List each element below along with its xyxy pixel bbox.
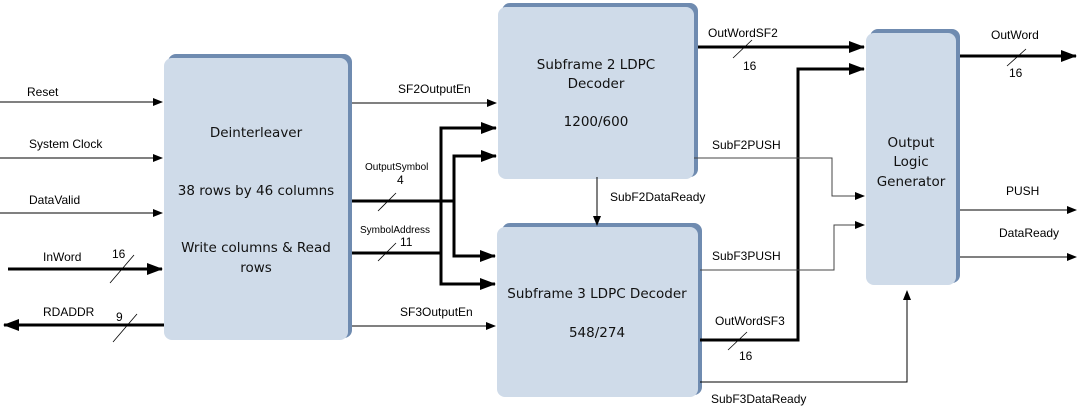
system-clock-label: System Clock	[29, 137, 103, 151]
sf2-output-en-label: SF2OutputEn	[398, 82, 471, 96]
subf3-push-label: SubF3PUSH	[712, 249, 781, 263]
outword-sf3-width: 16	[739, 349, 753, 363]
subf3-push-signal: SubF3PUSH	[700, 221, 865, 271]
push-label: PUSH	[1006, 184, 1039, 198]
subf2-push-signal: SubF2PUSH	[694, 138, 865, 200]
rdaddr-label: RDADDR	[43, 305, 95, 319]
deinterleaver-title: Deinterleaver	[210, 125, 303, 141]
output-symbol-to-sf2	[352, 150, 497, 203]
outword-width: 16	[1009, 66, 1023, 80]
outword-label: OutWord	[991, 28, 1039, 42]
data-valid-signal: DataValid	[0, 193, 163, 217]
subf3-data-ready-label: SubF3DataReady	[711, 392, 806, 406]
subframe2-decoder-title-line2: Decoder	[568, 76, 625, 92]
subf2-data-ready-label: SubF2DataReady	[610, 190, 705, 204]
output-logic-generator-block: Output Logic Generator	[866, 29, 960, 285]
symbol-address-width-slash	[377, 242, 397, 262]
system-clock-signal: System Clock	[0, 137, 163, 162]
data-ready-label: DataReady	[999, 226, 1059, 240]
symbol-address-bus: SymbolAddress 11	[352, 122, 497, 290]
outword-sf3-label: OutWordSF3	[715, 314, 785, 328]
rdaddr-bus: RDADDR 9	[3, 305, 164, 343]
push-signal: PUSH	[960, 184, 1077, 214]
subf3-data-ready-arrow	[700, 290, 911, 383]
subf3-push-arrow	[700, 221, 865, 271]
deinterleaver-mode-line2: rows	[240, 260, 272, 276]
outword-sf2-label: OutWordSF2	[708, 26, 778, 40]
data-valid-label: DataValid	[29, 193, 80, 207]
rdaddr-width-slash	[112, 313, 138, 343]
subframe3-decoder-block: Subframe 3 LDPC Decoder 548/274	[497, 223, 702, 397]
symbol-address-to-sf2	[352, 122, 497, 255]
deinterleaver-size: 38 rows by 46 columns	[178, 183, 334, 199]
deinterleaver-block: Deinterleaver 38 rows by 46 columns Writ…	[164, 54, 352, 340]
inword-bus: InWord 16	[8, 247, 163, 284]
symbol-address-label: SymbolAddress	[360, 225, 430, 236]
outword-sf2-bus: OutWordSF2 16	[698, 26, 865, 73]
outword-sf3-bus: OutWordSF3 16	[700, 63, 865, 363]
rdaddr-width: 9	[116, 310, 123, 324]
outword-sf3-arrow	[700, 63, 865, 342]
output-symbol-width-slash	[377, 192, 397, 212]
symbol-address-width: 11	[400, 235, 413, 249]
sf2-output-en-signal: SF2OutputEn	[352, 82, 497, 107]
inword-width: 16	[112, 247, 126, 261]
subframe3-decoder-title: Subframe 3 LDPC Decoder	[507, 286, 687, 302]
outword-bus: OutWord 16	[960, 28, 1077, 80]
output-symbol-bus: OutputSymbol 4	[352, 150, 497, 262]
data-ready-signal: DataReady	[960, 226, 1077, 261]
output-symbol-width: 4	[397, 173, 404, 187]
sf3-output-en-signal: SF3OutputEn	[352, 305, 496, 330]
inword-width-slash	[109, 254, 135, 284]
subframe2-decoder-title-line1: Subframe 2 LDPC	[537, 57, 655, 73]
subframe2-decoder-block: Subframe 2 LDPC Decoder 1200/600	[498, 3, 698, 179]
output-symbol-label: OutputSymbol	[365, 162, 428, 173]
subf2-data-ready-signal: SubF2DataReady	[593, 177, 705, 226]
outword-sf2-width: 16	[743, 59, 757, 73]
sf3-output-en-label: SF3OutputEn	[400, 305, 473, 319]
output-logic-title-line2: Logic	[893, 154, 928, 170]
subframe3-decoder-rate: 548/274	[569, 325, 625, 341]
subframe2-decoder-rate: 1200/600	[564, 114, 629, 130]
deinterleaver-mode-line1: Write columns & Read	[181, 240, 331, 256]
reset-signal: Reset	[0, 85, 163, 106]
output-symbol-to-sf3	[452, 201, 496, 262]
subf2-push-label: SubF2PUSH	[712, 138, 781, 152]
outword-sf3-width-slash	[727, 331, 748, 351]
output-logic-title-line3: Generator	[877, 174, 946, 190]
symbol-address-to-sf3	[439, 253, 496, 290]
outword-width-slash	[1006, 48, 1027, 67]
subf2-push-arrow	[694, 157, 865, 200]
inword-label: InWord	[43, 250, 81, 264]
reset-label: Reset	[27, 85, 59, 99]
subf3-data-ready-signal: SubF3DataReady	[700, 290, 911, 406]
output-logic-title-line1: Output	[888, 135, 935, 151]
outword-sf2-width-slash	[732, 39, 753, 59]
